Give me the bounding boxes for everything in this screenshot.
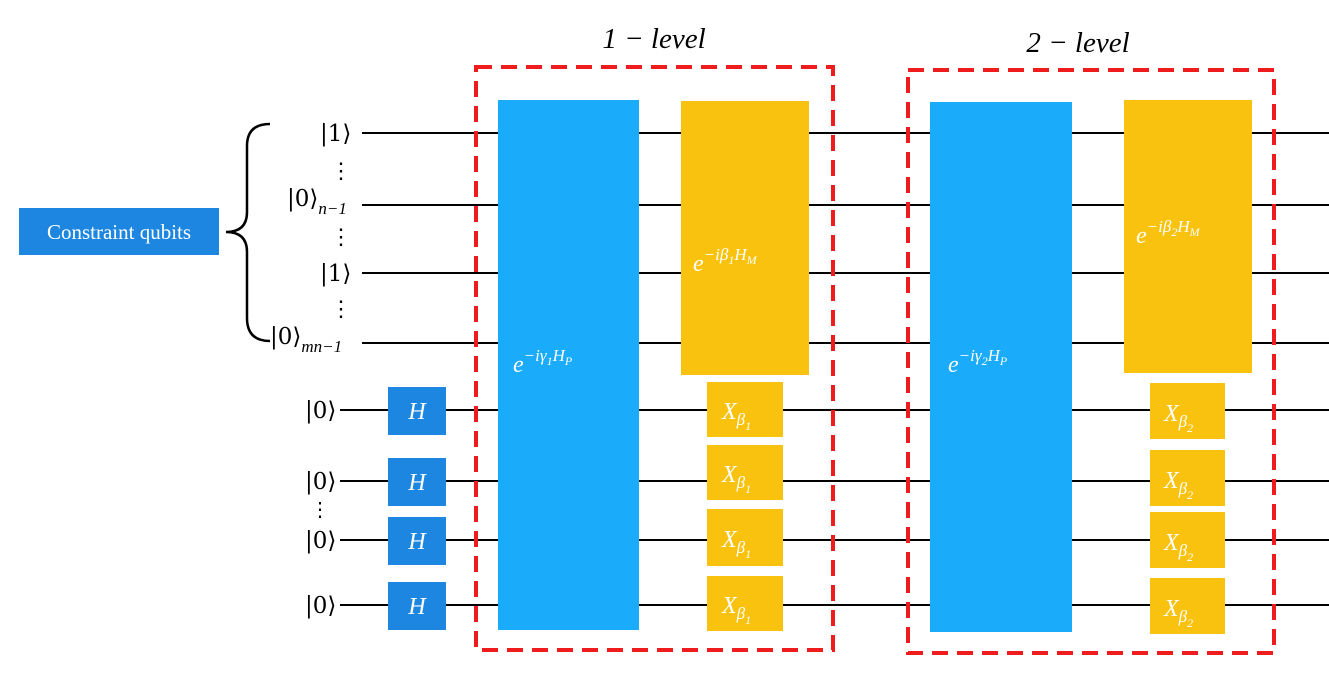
vertical-ellipsis: ⋮ <box>330 225 352 250</box>
mixer-operator-block <box>1124 100 1252 373</box>
level-1-title: 1 − level <box>602 23 705 55</box>
hadamard-gates: H H H H <box>388 387 446 630</box>
constraint-qubits-text: Constraint qubits <box>47 220 191 244</box>
svg-text:H: H <box>407 470 427 496</box>
svg-text:Xβ1: Xβ1 <box>721 593 751 627</box>
h-gate: H <box>388 387 446 435</box>
h-gate: H <box>388 517 446 565</box>
vertical-ellipsis: ⋮ <box>330 297 352 322</box>
ket-constraint-1: |1⟩ <box>320 121 351 147</box>
constraint-brace <box>225 122 271 343</box>
x-gate: Xβ2 <box>1150 383 1225 439</box>
vertical-ellipsis: ⋮ <box>330 159 352 184</box>
ket-ancilla-1: |0⟩ <box>305 398 336 424</box>
x-gate: Xβ1 <box>707 382 783 437</box>
mixer-operator-block <box>681 101 809 375</box>
svg-text:H: H <box>407 399 427 425</box>
level-2-title: 2 − level <box>1026 27 1129 59</box>
phase-operator-block <box>498 100 639 630</box>
ket-ancilla-4: |0⟩ <box>305 593 336 619</box>
x-gate: Xβ1 <box>707 576 783 631</box>
x-gate: Xβ1 <box>707 445 783 500</box>
svg-text:H: H <box>407 594 427 620</box>
ancilla-inputs: |0⟩ |0⟩ ⋮ |0⟩ |0⟩ <box>305 398 336 619</box>
vertical-ellipsis: ⋮ <box>310 497 330 521</box>
phase-operator-block <box>930 102 1072 632</box>
svg-text:Xβ2: Xβ2 <box>1163 401 1193 435</box>
constraint-qubits-label: Constraint qubits <box>19 208 219 255</box>
ket-ancilla-2: |0⟩ <box>305 469 336 495</box>
level-1: 1 − level e−iγ1HP e−iβ1HM Xβ1 Xβ1 Xβ1 Xβ… <box>474 23 835 652</box>
svg-text:H: H <box>407 529 427 555</box>
ket-constraint-3: |1⟩ <box>320 261 351 287</box>
ket-constraint-4: |0⟩mn−1 <box>270 324 342 356</box>
svg-text:Xβ1: Xβ1 <box>721 399 751 433</box>
constraint-qubits-box <box>19 208 219 255</box>
phase-operator-label: e−iγ1HP <box>513 346 573 378</box>
phase-operator-label: e−iγ2HP <box>948 346 1008 378</box>
x-gate: Xβ1 <box>707 509 783 566</box>
h-gate: H <box>388 582 446 630</box>
ket-constraint-2: |0⟩n−1 <box>287 186 347 218</box>
mixer-operator-label: e−iβ1HM <box>693 245 758 277</box>
svg-text:Xβ2: Xβ2 <box>1163 468 1193 502</box>
svg-text:Xβ1: Xβ1 <box>721 527 751 561</box>
h-gate: H <box>388 458 446 506</box>
level-2-border <box>906 68 1276 655</box>
ket-ancilla-3: |0⟩ <box>305 528 336 554</box>
constraint-inputs: |1⟩ ⋮ |0⟩n−1 ⋮ |1⟩ ⋮ |0⟩mn−1 <box>270 121 352 356</box>
x-gate: Xβ2 <box>1150 512 1225 568</box>
x-gate: Xβ2 <box>1150 450 1225 506</box>
svg-text:Xβ1: Xβ1 <box>721 462 751 496</box>
level-2: 2 − level e−iγ2HP e−iβ2HM Xβ2 Xβ2 Xβ2 Xβ… <box>906 27 1276 655</box>
svg-text:Xβ2: Xβ2 <box>1163 530 1193 564</box>
x-gate: Xβ2 <box>1150 578 1225 634</box>
svg-text:Xβ2: Xβ2 <box>1163 596 1193 630</box>
mixer-operator-label: e−iβ2HM <box>1136 217 1201 249</box>
level-1-border <box>474 65 835 652</box>
